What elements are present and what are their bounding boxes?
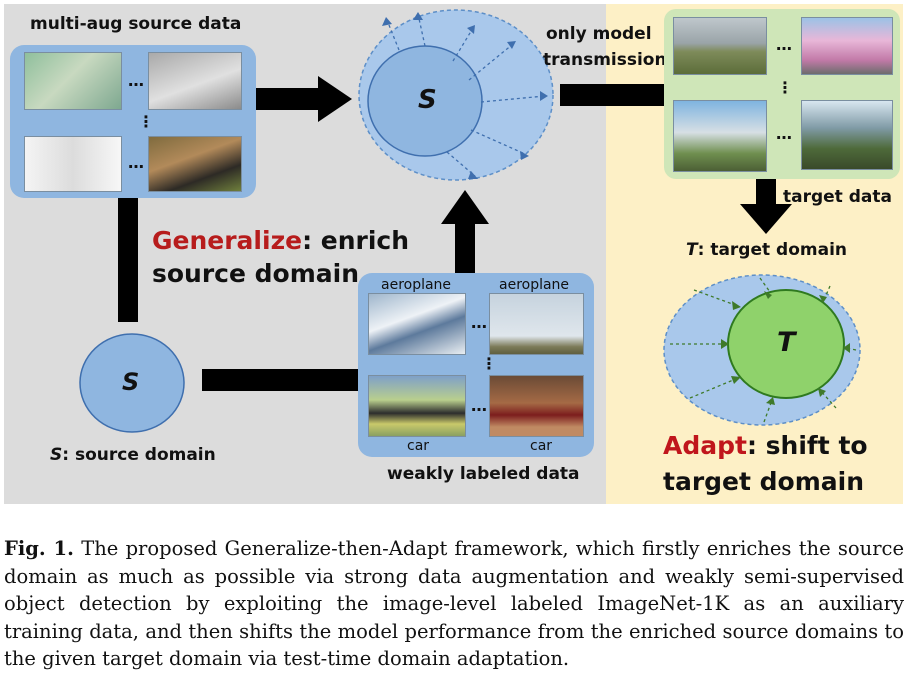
target-domain-symbol: T [777,327,796,358]
adapt-heading-line2: target domain [663,467,865,496]
weak-row-dots-2: … [471,396,487,415]
target-data-row-dots: … [776,35,792,54]
multi-aug-row-dots: … [128,71,144,90]
generalize-heading: Generalize: enrich source domain [152,224,409,290]
source-domain-label-symbol: S [50,445,63,465]
generalize-keyword: Generalize [152,226,303,255]
target-data-col-dots: ⋮ [777,78,793,97]
weak-label-aeroplane-1: aeroplane [381,277,452,293]
generalize-heading-line1: Generalize: enrich [152,224,409,257]
source-domain-symbol: S [122,368,140,396]
target-domain-label-text: : target domain [697,240,848,260]
weak-image-rally-car [368,375,466,437]
target-domain-diagram [663,274,861,426]
flow-arrows [118,76,792,391]
target-domain-label-symbol: T [686,240,698,260]
weak-label-aeroplane-2: aeroplane [499,277,570,293]
target-data-label: target data [783,187,892,207]
figure-caption: Fig. 1. The proposed Generalize-then-Ada… [4,535,904,673]
target-image-truck [673,100,767,172]
aug-image-truck-photo [148,136,242,192]
generalize-rest-line1: : enrich [302,226,410,255]
caption-label: Fig. 1. [4,537,74,560]
weakly-labeled-title: weakly labeled data [387,464,580,484]
multi-aug-col-dots: ⋮ [138,112,154,131]
enriched-source-symbol: S [418,85,437,115]
aug-image-airplane-edges [24,52,122,110]
weak-col-dots: ⋮ [481,354,497,373]
weak-image-aeroplane-sky [489,293,584,355]
source-domain-label: S: source domain [50,445,216,465]
multi-aug-row-dots-2: … [128,153,144,172]
aug-image-truck-sketch [24,136,122,192]
transmission-label-line1: only model [546,24,652,44]
source-domain-label-text: : source domain [62,445,216,465]
transmission-label-line2: transmission [543,50,667,70]
generalize-heading-line2: source domain [152,259,360,288]
target-image-airplane [673,17,767,75]
adapt-heading: Adapt: shift to target domain [663,428,868,500]
weak-image-aeroplane-closeup [368,293,466,355]
target-image-bus [801,17,893,75]
target-image-car [801,100,893,170]
target-domain-label: T: target domain [686,240,847,260]
adapt-heading-line1: Adapt: shift to [663,428,868,464]
adapt-rest-line1: : shift to [746,431,868,460]
weak-image-race-car [489,375,584,437]
caption-text: The proposed Generalize-then-Adapt frame… [4,537,904,670]
multi-aug-source-title: multi-aug source data [30,14,242,34]
adapt-keyword: Adapt [663,431,747,460]
weak-label-car-1: car [407,438,430,454]
weak-row-dots: … [471,313,487,332]
target-data-row-dots-2: … [776,124,792,143]
aug-image-airplane-gray [148,52,242,110]
weak-label-car-2: car [530,438,553,454]
source-domain-diagram [79,333,185,433]
enriched-source-domain-diagram [358,9,554,181]
